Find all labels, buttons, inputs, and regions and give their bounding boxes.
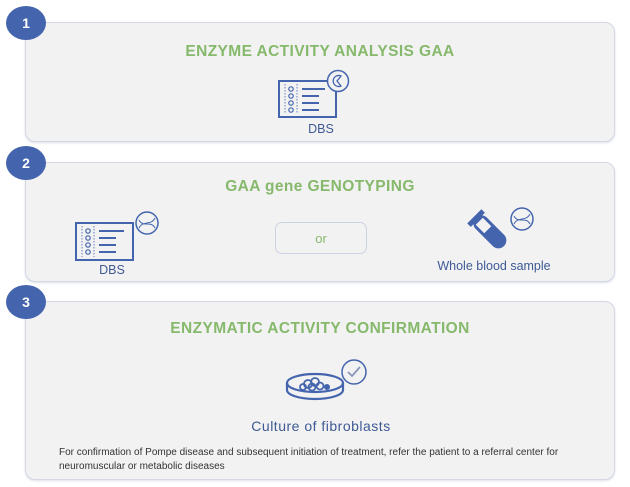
petri-dish-check-icon	[285, 359, 367, 401]
dbs-label: DBS	[99, 263, 125, 277]
blood-tube-dna-icon	[467, 207, 534, 249]
step-2-card: GAA gene GENOTYPING DBS or Whole blood s…	[25, 162, 615, 282]
culture-of-fibroblasts-label: Culture of fibroblasts	[251, 418, 391, 434]
dbs-label: DBS	[308, 122, 334, 136]
or-separator: or	[275, 222, 367, 254]
whole-blood-sample-label: Whole blood sample	[437, 259, 551, 273]
step-2-badge: 2	[6, 146, 46, 180]
step-3-title: ENZYMATIC ACTIVITY CONFIRMATION	[170, 320, 470, 337]
step-number: 1	[22, 15, 30, 31]
step-number: 2	[22, 155, 30, 171]
step-3-badge: 3	[6, 285, 46, 319]
step-1-card: ENZYME ACTIVITY ANALYSIS GAA DBS	[25, 22, 615, 142]
step-3-card: ENZYMATIC ACTIVITY CONFIRMATION Culture …	[25, 301, 615, 480]
referral-note: For confirmation of Pompe disease and su…	[59, 447, 559, 472]
step-number: 3	[22, 294, 30, 310]
or-text: or	[315, 230, 327, 246]
step-1-badge: 1	[6, 6, 46, 40]
step-1-title: ENZYME ACTIVITY ANALYSIS GAA	[185, 43, 455, 60]
dbs-card-dna-icon	[75, 211, 159, 261]
step-2-title: GAA gene GENOTYPING	[225, 178, 415, 195]
dbs-card-enzyme-icon	[278, 69, 350, 118]
